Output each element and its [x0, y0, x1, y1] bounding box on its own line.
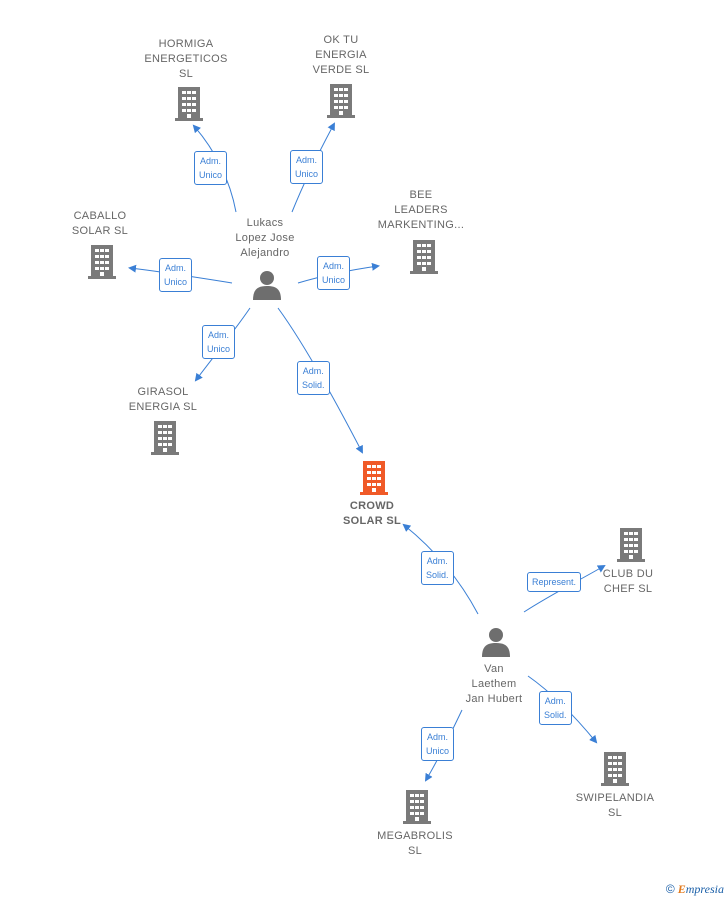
building-icon-clubdu: [617, 528, 645, 562]
brand-initial: E: [677, 882, 686, 896]
company-label-oktu[interactable]: OK TU ENERGIA VERDE SL: [312, 34, 370, 76]
building-icon-bee: [410, 240, 438, 274]
company-label-megabrolis[interactable]: MEGABROLIS SL: [377, 830, 453, 857]
building-icon-megabrolis: [403, 790, 431, 824]
building-icon-crowd: [360, 461, 388, 495]
company-label-bee[interactable]: BEE LEADERS MARKENTING...: [377, 189, 465, 231]
company-label-girasol[interactable]: GIRASOL ENERGIA SL: [128, 386, 198, 413]
person-icon-lukacs: [253, 271, 281, 300]
building-icon-girasol: [151, 421, 179, 455]
company-label-caballo[interactable]: CABALLO SOLAR SL: [71, 210, 129, 237]
brand-name: mpresia: [685, 882, 724, 896]
edge-label-oktu: Adm. Unico: [290, 150, 324, 184]
person-icon-van: [482, 628, 510, 657]
edge-label-clubdu: Represent.: [527, 572, 582, 592]
company-label-swipelandia[interactable]: SWIPELANDIA SL: [575, 792, 655, 819]
edge-label-girasol: Adm. Unico: [202, 325, 236, 359]
company-label-crowd[interactable]: CROWD SOLAR SL: [342, 500, 401, 527]
edge-label-bee: Adm. Unico: [317, 256, 351, 290]
brand-watermark: ©Empresia: [666, 882, 724, 897]
person-label-van[interactable]: Van Laethem Jan Hubert: [465, 663, 523, 705]
company-label-hormiga[interactable]: HORMIGA ENERGETICOS SL: [144, 38, 228, 80]
edge-label-hormiga: Adm. Unico: [194, 151, 228, 185]
edge-label-crowd2: Adm. Solid.: [421, 551, 454, 585]
person-label-lukacs[interactable]: Lukacs Lopez Jose Alejandro: [235, 217, 295, 259]
edge-label-swipe: Adm. Solid.: [539, 691, 572, 725]
edge-label-caballo: Adm. Unico: [159, 258, 193, 292]
company-label-clubdu[interactable]: CLUB DU CHEF SL: [602, 568, 654, 595]
copyright-icon: ©: [665, 882, 675, 896]
building-icon-caballo: [88, 245, 116, 279]
edge-label-mega: Adm. Unico: [421, 727, 455, 761]
building-icon-oktu: [327, 84, 355, 118]
edge-label-crowd1: Adm. Solid.: [297, 361, 330, 395]
building-icon-swipelandia: [601, 752, 629, 786]
building-icon-hormiga: [175, 87, 203, 121]
